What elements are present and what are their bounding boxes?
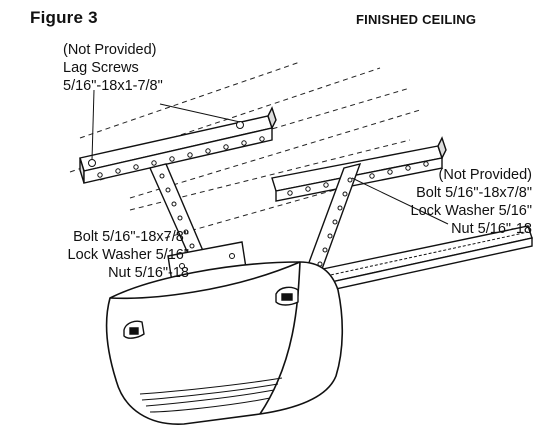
- drive-chain: [325, 231, 529, 277]
- right-hardware-label: (Not Provided) Bolt 5/16"-18x7/8" Lock W…: [388, 166, 532, 238]
- right-bracket-holes: [287, 161, 429, 196]
- lag-screw-leaders: [91, 89, 241, 161]
- lag-screws-label: (Not Provided) Lag Screws 5/16"-18x1-7/8…: [63, 41, 163, 95]
- right-hw-line-4: Nut 5/16"-18: [451, 221, 532, 237]
- hardware-leaders: [351, 177, 449, 225]
- left-angle-bracket: [79, 106, 277, 184]
- left-hw-line-1: Bolt 5/16"-18x7/8": [73, 229, 189, 245]
- right-strap-holes: [317, 177, 353, 267]
- lag-line-2: Lag Screws: [63, 60, 139, 76]
- left-hw-line-3: Nut 5/16"-18: [108, 265, 189, 281]
- right-hw-line-1: (Not Provided): [438, 167, 532, 183]
- opener-handle-right: [275, 286, 299, 306]
- opener-housing: [105, 261, 344, 425]
- right-hw-line-3: Lock Washer 5/16": [410, 203, 532, 219]
- lag-line-1: (Not Provided): [63, 42, 157, 58]
- lag-line-3: 5/16"-18x1-7/8": [63, 78, 163, 94]
- opener-light-lens: [139, 377, 283, 413]
- left-hw-line-2: Lock Washer 5/16": [67, 247, 189, 263]
- opener-handle-left: [123, 320, 145, 339]
- mounting-plate-holes: [179, 253, 235, 269]
- trolley-rail: [317, 225, 533, 293]
- figure-title: Figure 3: [30, 8, 98, 27]
- ceiling-label: FINISHED CEILING: [356, 12, 477, 27]
- left-hardware-label: Bolt 5/16"-18x7/8" Lock Washer 5/16" Nut…: [8, 228, 189, 282]
- right-hw-line-2: Bolt 5/16"-18x7/8": [416, 185, 532, 201]
